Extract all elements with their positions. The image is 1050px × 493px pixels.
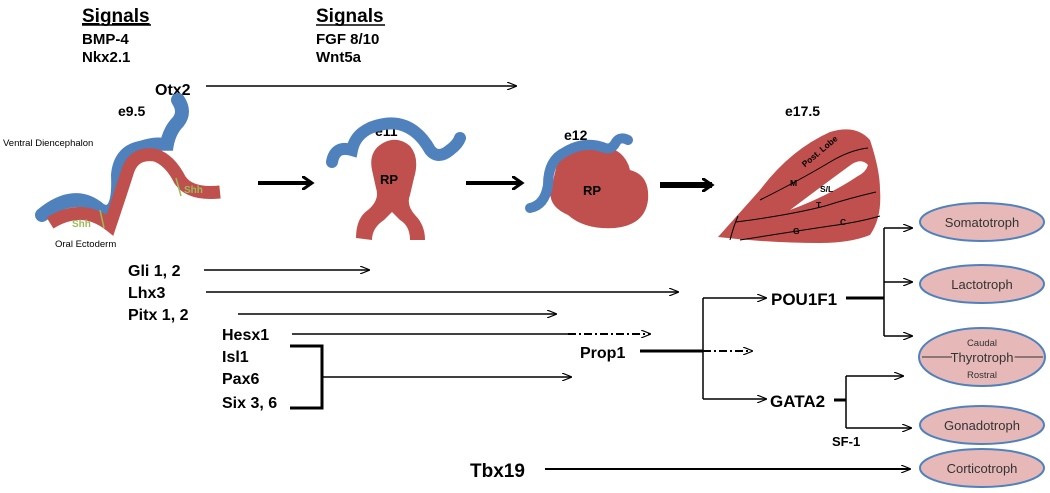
signals-right-heading: Signals [316, 6, 384, 27]
factor-sf1: SF-1 [832, 434, 860, 449]
factor-six: Six 3, 6 [222, 395, 277, 412]
zone-g: G [793, 226, 800, 236]
factor-pitx: Pitx 1, 2 [128, 307, 189, 324]
zone-sl: S/L [820, 184, 833, 194]
cell-gonadotroph-label: Gonadotroph [944, 418, 1020, 433]
stage-e9-5: e9.5 [118, 103, 145, 119]
signals-left-heading: Signals [82, 6, 150, 27]
rp-label-e11: RP [380, 172, 398, 187]
factor-pou1f1: POU1F1 [771, 290, 837, 309]
cell-lactotroph [919, 264, 1045, 304]
signal-wnt5a: Wnt5a [316, 49, 362, 66]
signal-bmp4: BMP-4 [82, 31, 129, 48]
e12-tissue [525, 133, 649, 229]
zone-c: C [840, 217, 846, 227]
zone-t: T [816, 200, 822, 210]
e17-5-tissue [718, 129, 881, 243]
cell-somatotroph [919, 202, 1045, 242]
e11-tissue [326, 117, 466, 240]
label-oral-ectoderm: Oral Ectoderm [55, 239, 116, 250]
factor-isl1: Isl1 [222, 349, 249, 366]
label-ventral-diencephalon: Ventral Diencephalon [3, 138, 93, 149]
cell-lactotroph-label: Lactotroph [951, 277, 1012, 292]
e9-5-tissue [35, 93, 221, 236]
cell-gonadotroph [919, 405, 1045, 445]
cell-somatotroph-label: Somatotroph [945, 215, 1019, 230]
rp-label-e12: RP [583, 183, 601, 198]
zone-m: M [790, 178, 797, 188]
thyrotroph-caudal-label: Caudal [967, 338, 997, 349]
shh-label-left: Shh [72, 219, 91, 230]
factor-gata2: GATA2 [770, 392, 825, 411]
factor-hesx1: Hesx1 [222, 327, 269, 344]
signal-fgf: FGF 8/10 [316, 31, 379, 48]
factor-gli: Gli 1, 2 [128, 263, 181, 280]
stage-e12: e12 [564, 127, 588, 143]
factor-pax6: Pax6 [222, 371, 259, 388]
factor-bracket [290, 344, 324, 410]
stage-e17-5: e17.5 [785, 103, 820, 119]
factor-tbx19: Tbx19 [470, 461, 525, 482]
factor-lhx3: Lhx3 [128, 285, 165, 302]
shh-label-right: Shh [184, 185, 203, 196]
signal-nkx21: Nkx2.1 [82, 49, 130, 66]
cell-corticotroph-label: Corticotroph [947, 461, 1018, 476]
cell-corticotroph [919, 448, 1045, 488]
thyrotroph-rostral-label: Rostral [967, 370, 997, 381]
factor-prop1: Prop1 [580, 345, 625, 362]
cell-thyrotroph-label: Thyrotroph [951, 350, 1014, 365]
